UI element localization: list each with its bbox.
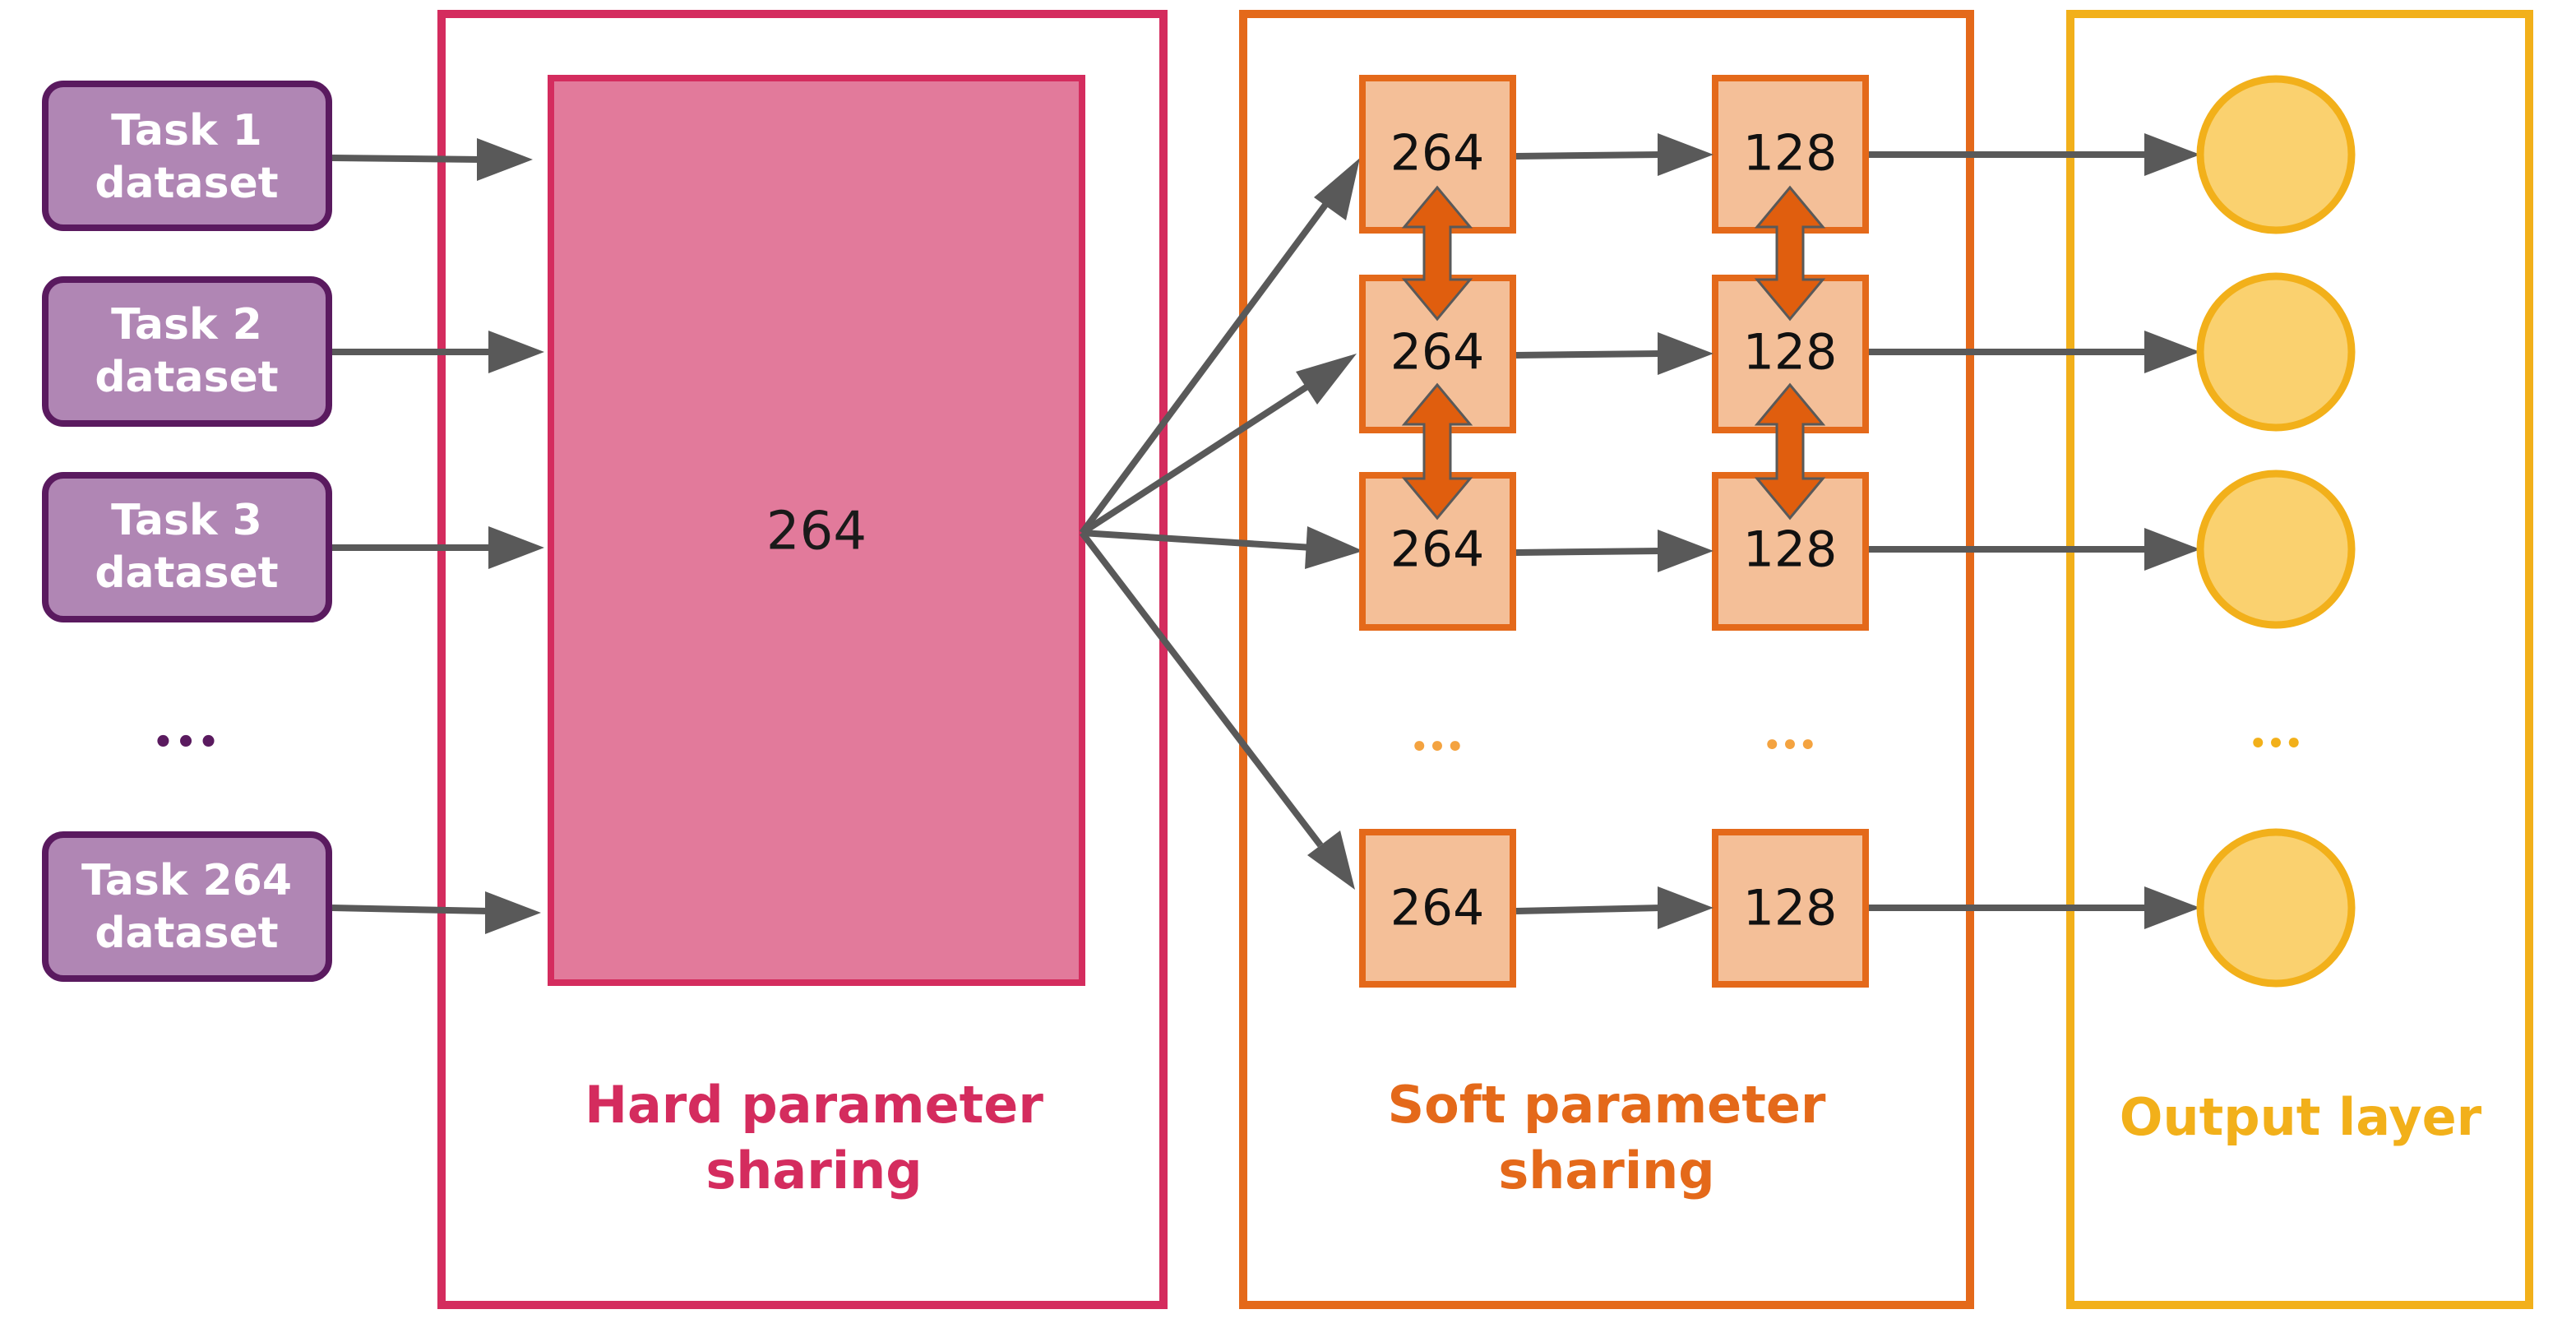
arrow-hard-soft-3	[1081, 530, 1313, 551]
task-ellipsis: •••	[153, 724, 221, 761]
output-layer-label: Output layer	[2120, 1087, 2482, 1147]
soft-node-a3-value: 264	[1390, 521, 1485, 579]
arrow-task1-hard	[331, 155, 482, 163]
output-neuron-2	[2196, 272, 2356, 432]
double-arrow-a2-a3	[1401, 382, 1473, 521]
output-neuron-4	[2196, 828, 2356, 988]
task-box-264-line1: Task 264	[81, 856, 292, 905]
arrow-task264-hard	[331, 905, 489, 914]
soft-column-a: 264 264 264 264	[1359, 75, 1516, 988]
double-arrow-a1-a2	[1401, 185, 1473, 322]
task-box-1: Task 1 dataset	[42, 81, 332, 231]
soft-sharing-label-line2: sharing	[1498, 1141, 1714, 1201]
soft-column-b-ellipsis: •••	[1763, 729, 1816, 762]
soft-node-a4-value: 264	[1390, 880, 1485, 937]
arrowhead-hard-soft-1	[1314, 158, 1360, 220]
arrowhead-task3-hard	[488, 526, 544, 569]
output-ellipsis: •••	[2249, 728, 2302, 761]
arrowhead-hard-soft-4	[1307, 831, 1355, 890]
soft-column-b: 128 128 128 128	[1712, 75, 1869, 988]
double-arrow-b1-b2	[1754, 185, 1826, 322]
soft-node-b4-value: 128	[1743, 880, 1838, 937]
arrow-hard-soft-1	[1079, 199, 1331, 535]
arrow-hard-soft-2	[1080, 383, 1310, 536]
soft-node-b3-value: 128	[1743, 521, 1838, 579]
task-box-264-line2: dataset	[95, 909, 278, 958]
output-layer-frame	[2066, 10, 2533, 1309]
soft-sharing-label-line1: Soft parameter	[1388, 1075, 1826, 1135]
soft-a-to-b-arrows	[1515, 133, 1713, 929]
task-box-2-line2: dataset	[95, 353, 278, 402]
hard-to-soft-arrows	[1079, 158, 1363, 890]
soft-column-a-ellipsis: •••	[1410, 731, 1464, 764]
soft-node-b1-value: 128	[1743, 125, 1838, 183]
soft-node-a4	[1359, 829, 1516, 988]
arrowhead-task1-hard	[477, 138, 533, 181]
soft-node-a1-value: 264	[1390, 125, 1485, 183]
arrowhead-hard-soft-2	[1296, 354, 1357, 405]
soft-node-a2-value: 264	[1390, 324, 1485, 382]
arrowhead-task2-hard	[488, 331, 544, 373]
arrow-hard-soft-4	[1079, 530, 1324, 848]
arrowhead-hard-soft-3	[1305, 526, 1363, 569]
output-neuron-1	[2196, 75, 2356, 234]
task-box-3: Task 3 dataset	[42, 472, 332, 622]
task-box-1-line2: dataset	[95, 159, 278, 208]
soft-to-output-arrows	[1869, 133, 2200, 929]
task-to-hard-arrows	[331, 138, 544, 934]
hard-sharing-frame	[437, 10, 1168, 1309]
soft-node-b4	[1712, 829, 1869, 988]
arrowhead-task264-hard	[485, 891, 541, 934]
output-neuron-3	[2196, 470, 2356, 629]
soft-node-b2-value: 128	[1743, 324, 1838, 382]
hard-sharing-label-line2: sharing	[705, 1141, 922, 1201]
hard-shared-layer	[548, 75, 1085, 986]
task-box-3-line1: Task 3	[111, 496, 262, 545]
task-box-3-line2: dataset	[95, 548, 278, 598]
double-arrow-b2-b3	[1754, 382, 1826, 521]
soft-sharing-frame	[1239, 10, 1974, 1309]
hard-shared-layer-value: 264	[766, 502, 867, 562]
task-box-2: Task 2 dataset	[42, 276, 332, 427]
soft-sharing-links	[1401, 185, 1826, 521]
hard-sharing-label-line1: Hard parameter	[585, 1075, 1043, 1135]
output-neurons	[2196, 75, 2356, 988]
task-box-264: Task 264 dataset	[42, 831, 332, 982]
task-box-1-line1: Task 1	[111, 106, 262, 155]
task-box-2-line1: Task 2	[111, 300, 262, 349]
soft-node-b3	[1712, 472, 1869, 631]
